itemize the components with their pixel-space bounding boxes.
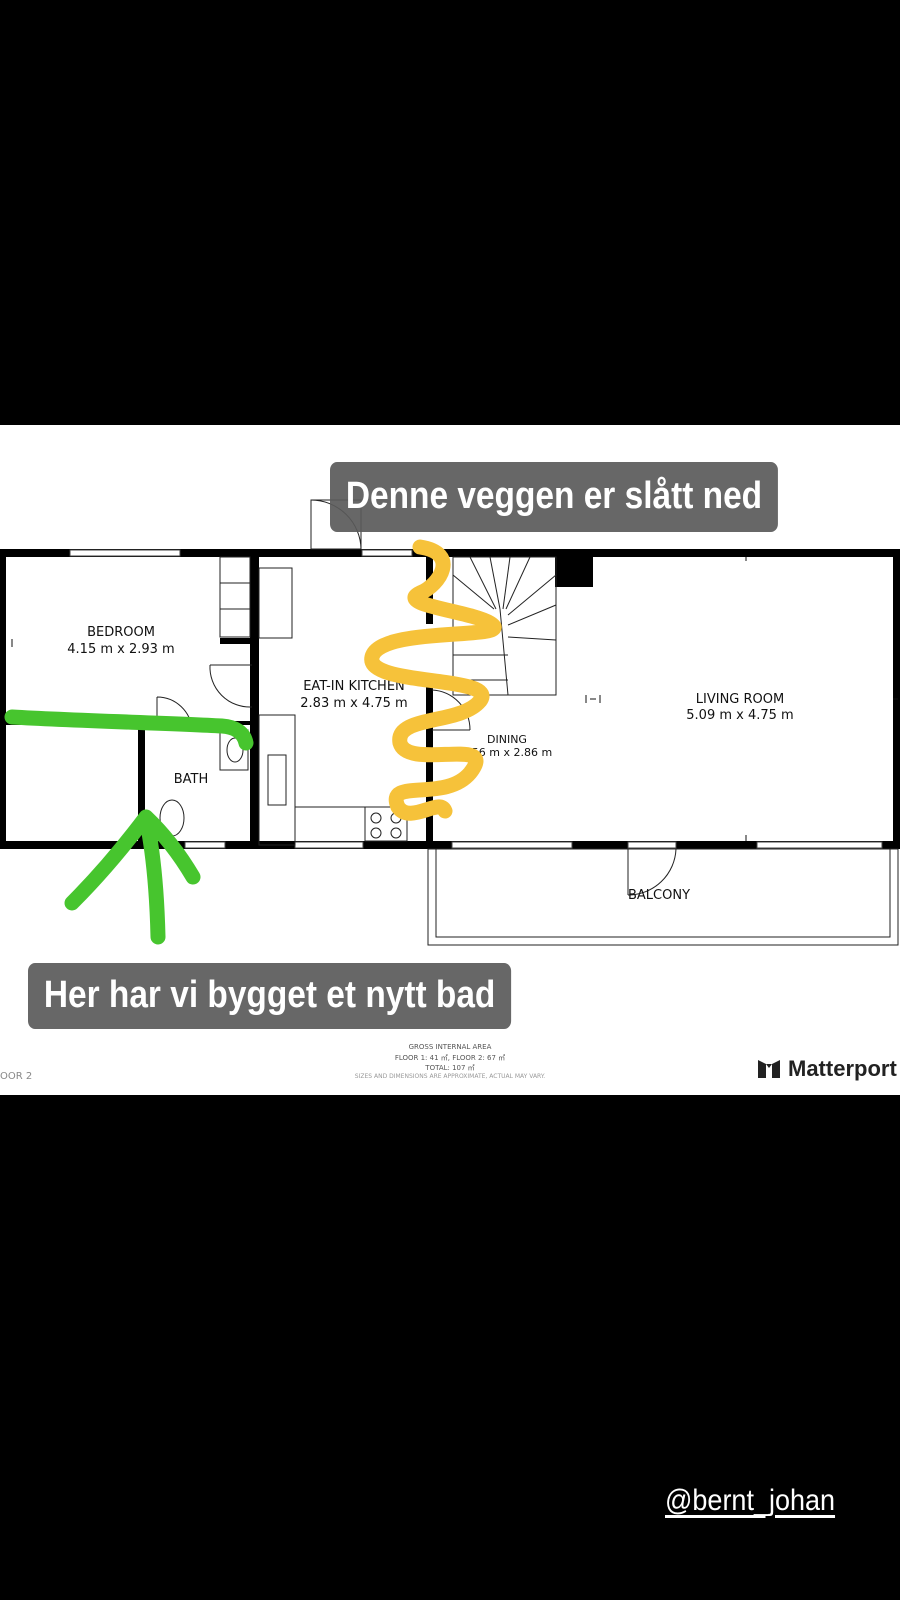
floor-label: OOR 2 (0, 1071, 33, 1082)
gross-area-title: GROSS INTERNAL AREA (408, 1043, 492, 1051)
gross-area-total: TOTAL: 107 ㎡ (425, 1064, 475, 1072)
bedroom-dimensions: 4.15 m x 2.93 m (67, 642, 174, 657)
green-line-annotation (4, 709, 254, 751)
caption-new-bath: Her har vi bygget et nytt bad (28, 963, 512, 1029)
living-room-label: LIVING ROOM (696, 692, 784, 707)
balcony-label: BALCONY (628, 888, 690, 903)
dining-label: DINING (487, 733, 527, 746)
dining-dimensions: 56 m x 2.86 m (472, 746, 552, 759)
matterport-logo-icon (758, 1060, 780, 1078)
gross-area-floors: FLOOR 1: 41 ㎡, FLOOR 2: 67 ㎡ (394, 1054, 506, 1062)
living-room-dimensions: 5.09 m x 4.75 m (686, 708, 793, 723)
yellow-scribble-annotation (364, 539, 502, 821)
windows (69, 549, 883, 849)
kitchen-label: EAT-IN KITCHEN (303, 679, 405, 694)
caption-wall-removed: Denne veggen er slått ned (330, 462, 778, 532)
bath-label: BATH (174, 772, 209, 787)
dimension-markers (11, 557, 898, 841)
dimensions-disclaimer: SIZES AND DIMENSIONS ARE APPROXIMATE, AC… (354, 1073, 546, 1080)
kitchen-dimensions: 2.83 m x 4.75 m (300, 696, 407, 711)
bedroom-label: BEDROOM (87, 625, 155, 640)
matterport-brand: Matterport (756, 1054, 900, 1084)
doors (156, 499, 677, 896)
brand-name: Matterport (788, 1056, 897, 1081)
green-arrow-annotation (64, 809, 201, 945)
username-tag[interactable]: @bernt_johan (665, 1484, 836, 1517)
